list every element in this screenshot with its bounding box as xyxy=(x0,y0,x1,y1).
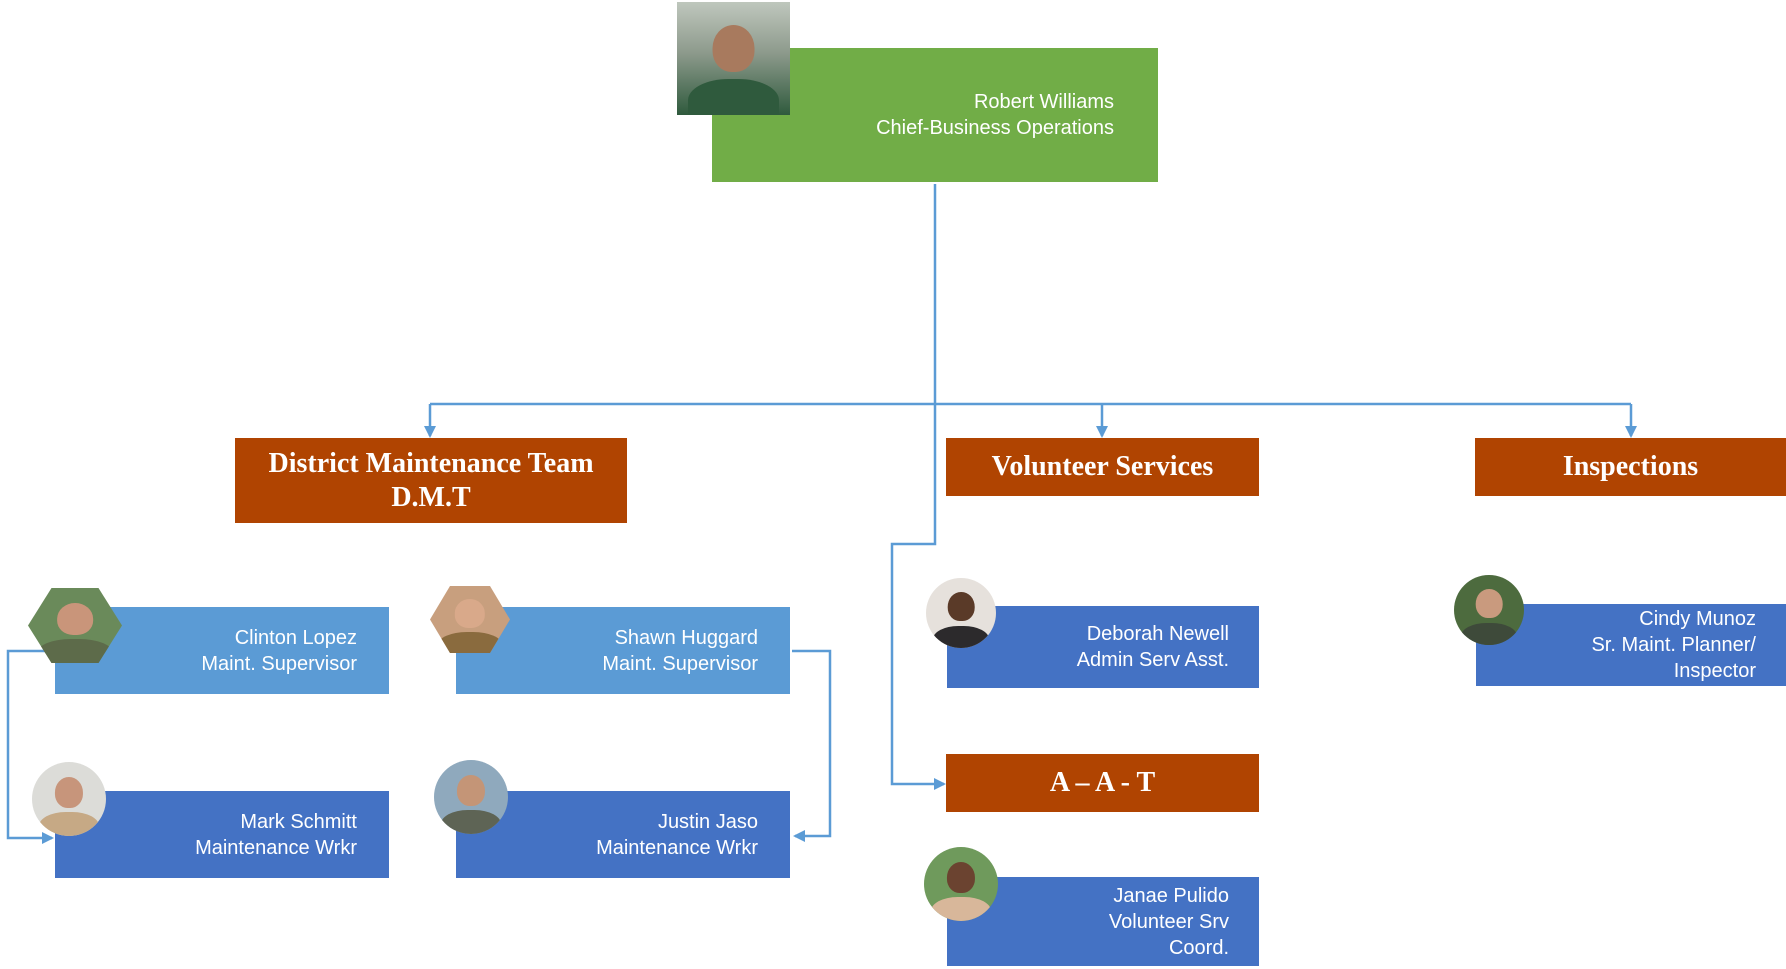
person-name: Deborah Newell xyxy=(1086,623,1229,645)
person-title: Maint. Supervisor xyxy=(201,652,357,675)
chief-box: Robert Williams Chief-Business Operation… xyxy=(712,48,1158,182)
person-box-deborah-newell: Deborah Newell Admin Serv Asst. xyxy=(947,606,1259,688)
connector-shawn-to-justin xyxy=(792,649,832,842)
deborah-photo-icon xyxy=(926,578,996,648)
justin-photo-icon xyxy=(434,760,508,834)
dept-district-maintenance-team: District Maintenance Team D.M.T xyxy=(235,438,627,523)
person-name: Cindy Munoz xyxy=(1639,608,1756,630)
dept-inspections: Inspections xyxy=(1475,438,1786,496)
person-name: Janae Pulido xyxy=(1113,884,1229,907)
cindy-photo-icon xyxy=(1454,575,1524,645)
person-title-line2: Inspector xyxy=(1673,660,1756,682)
person-box-cindy-munoz: Cindy Munoz Sr. Maint. Planner/ Inspecto… xyxy=(1476,604,1786,686)
dept-volunteer-label: Volunteer Services xyxy=(991,451,1214,482)
person-name: Clinton Lopez xyxy=(234,626,357,649)
chief-photo-icon xyxy=(677,2,790,115)
person-title: Maintenance Wrkr xyxy=(596,836,758,859)
chief-title: Chief-Business Operations xyxy=(876,117,1114,139)
person-box-mark-schmitt: Mark Schmitt Maintenance Wrkr xyxy=(55,791,389,878)
person-name: Shawn Huggard xyxy=(614,626,758,649)
person-title: Maint. Supervisor xyxy=(602,652,758,675)
connector-to-aat xyxy=(890,404,946,790)
dept-volunteer-services: Volunteer Services xyxy=(946,438,1259,496)
dept-dmt-line2: D.M.T xyxy=(391,481,471,513)
shawn-photo-icon xyxy=(430,586,510,653)
chief-name: Robert Williams xyxy=(973,91,1114,113)
person-title: Admin Serv Asst. xyxy=(1076,649,1229,671)
person-name: Justin Jaso xyxy=(657,810,758,833)
person-box-justin-jaso: Justin Jaso Maintenance Wrkr xyxy=(456,791,790,878)
person-title-line1: Volunteer Srv xyxy=(1108,910,1229,933)
dept-aat-label: A – A - T xyxy=(1049,767,1156,798)
connector-clinton-to-mark xyxy=(6,649,55,844)
person-title-line1: Sr. Maint. Planner/ xyxy=(1591,634,1756,656)
dept-inspections-label: Inspections xyxy=(1562,451,1699,482)
person-box-shawn-huggard: Shawn Huggard Maint. Supervisor xyxy=(456,607,790,694)
person-box-janae-pulido: Janae Pulido Volunteer Srv Coord. xyxy=(947,877,1259,966)
dept-aat: A – A - T xyxy=(946,754,1259,812)
mark-photo-icon xyxy=(32,762,106,836)
person-title: Maintenance Wrkr xyxy=(195,836,357,859)
person-title-line2: Coord. xyxy=(1168,936,1229,959)
janae-photo-icon xyxy=(924,847,998,921)
dept-dmt-line1: District Maintenance Team xyxy=(268,447,594,479)
person-name: Mark Schmitt xyxy=(240,810,357,833)
